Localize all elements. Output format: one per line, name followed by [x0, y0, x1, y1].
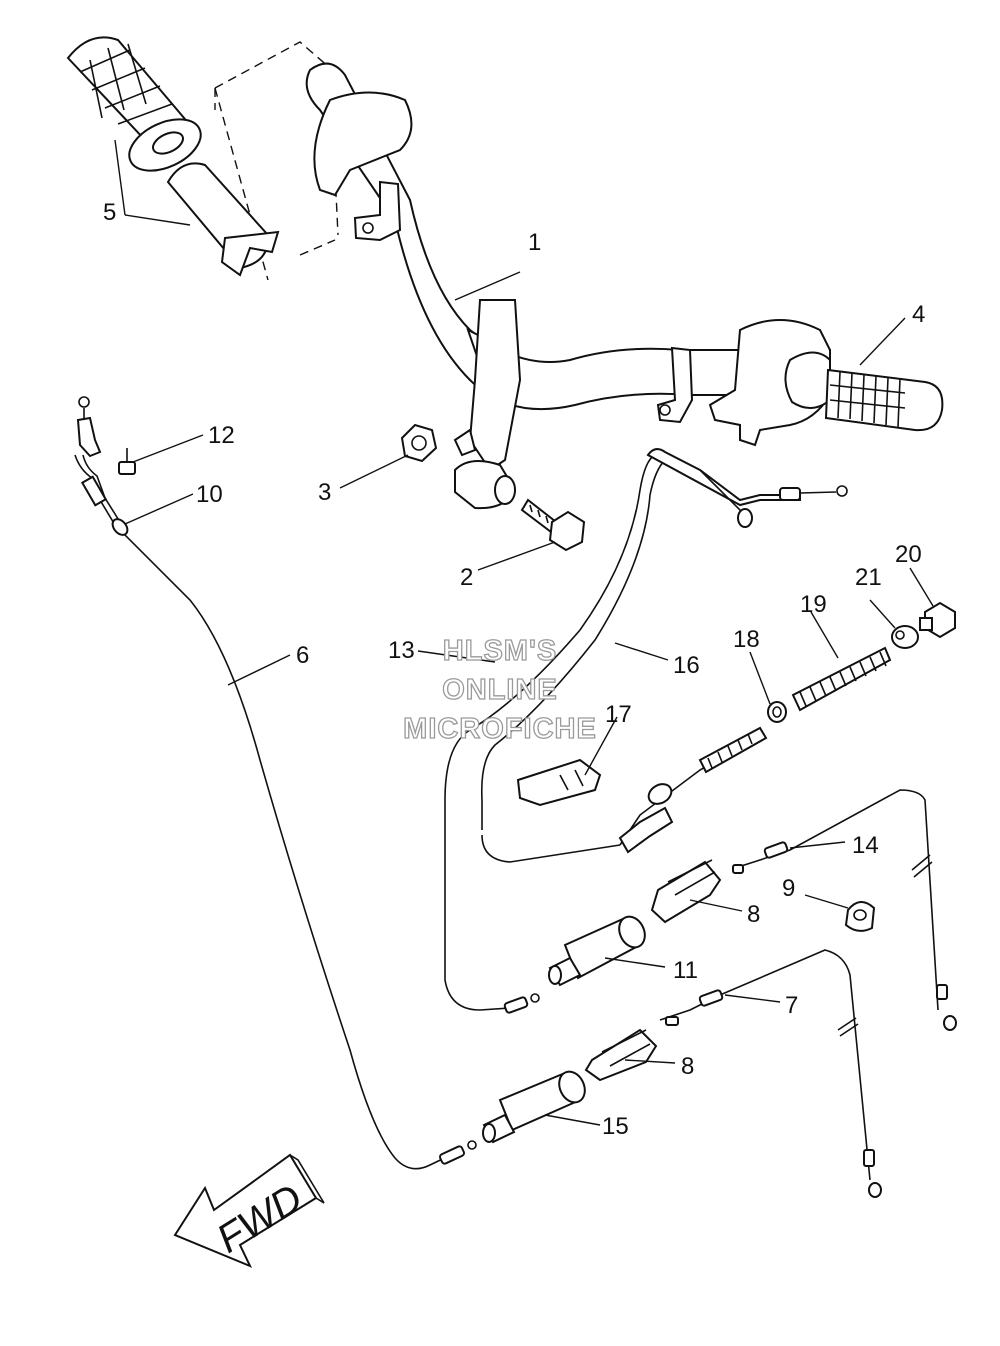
- cylinder-part-11: [548, 915, 646, 987]
- callout-numbers: 1 2 3 4 5 6 7 8 8 9 10 11 12 13 14 15 16…: [103, 199, 925, 1140]
- holder-part-8-lower: [584, 1028, 658, 1082]
- callout-12: 12: [208, 422, 235, 449]
- callout-4: 4: [912, 301, 925, 328]
- bolt-part-2: [520, 498, 586, 552]
- callout-18: 18: [733, 626, 760, 653]
- watermark: HLSM'S ONLINE MICROFICHE: [403, 634, 597, 745]
- throttle-grip-part-5: [66, 36, 339, 281]
- forward-direction-arrow: FWD: [173, 1153, 325, 1268]
- watermark-line-1: HLSM'S: [443, 635, 557, 667]
- brake-adjuster-parts-17-21: [516, 601, 956, 854]
- callout-20: 20: [895, 541, 922, 568]
- callout-7: 7: [785, 992, 798, 1019]
- callout-10: 10: [196, 481, 223, 508]
- grip-part-4: [784, 351, 944, 432]
- watermark-line-3: MICROFICHE: [403, 713, 597, 745]
- brake-cables-part-13-16: [444, 448, 848, 1014]
- callout-9: 9: [782, 875, 795, 902]
- callout-5: 5: [103, 199, 116, 226]
- callout-17: 17: [605, 701, 632, 728]
- cable-part-7: [659, 949, 882, 1198]
- cable-part-14: [732, 789, 957, 1031]
- leader-lines: [114, 139, 934, 1126]
- callout-2: 2: [460, 564, 473, 591]
- holder-part-8-upper: [650, 859, 722, 924]
- callout-13: 13: [388, 637, 415, 664]
- callout-8-upper: 8: [747, 901, 760, 928]
- callout-19: 19: [800, 591, 827, 618]
- callout-15: 15: [602, 1113, 629, 1140]
- callout-1: 1: [528, 229, 541, 256]
- callout-16: 16: [673, 652, 700, 679]
- callout-11: 11: [673, 957, 698, 984]
- callout-6: 6: [296, 642, 309, 669]
- handlebar-part-1: [305, 62, 831, 510]
- clamp-part-9: [844, 901, 876, 932]
- callout-14: 14: [852, 832, 879, 859]
- callout-21: 21: [855, 564, 882, 591]
- throttle-cable-part-6: [74, 396, 477, 1170]
- callout-3: 3: [318, 479, 331, 506]
- watermark-line-2: ONLINE: [442, 674, 558, 706]
- cylinder-part-15: [482, 1070, 586, 1144]
- callout-8-lower: 8: [681, 1053, 694, 1080]
- screw-part-12: [118, 448, 136, 475]
